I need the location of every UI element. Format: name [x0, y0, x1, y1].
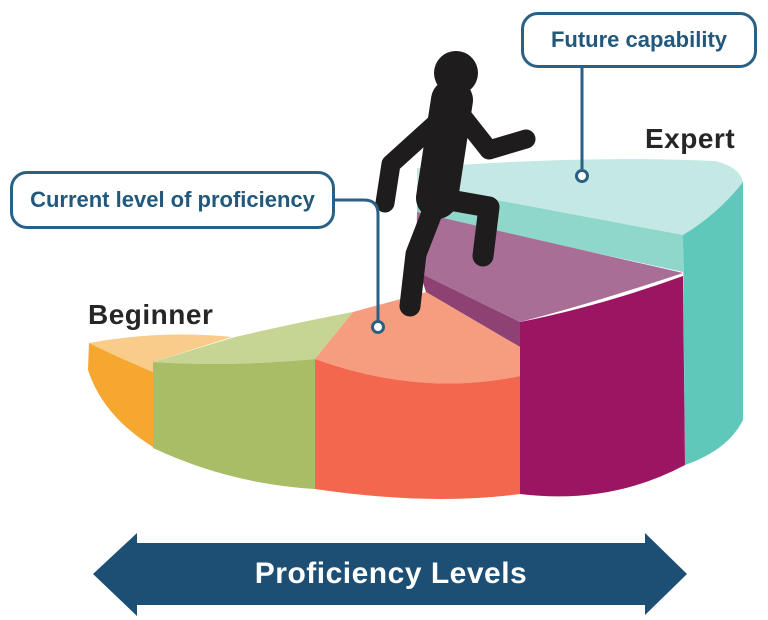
future-capability-callout-text: Future capability: [550, 27, 728, 52]
climber-left-arm: [375, 106, 454, 213]
climber-left-leg: [399, 189, 448, 317]
step-5-side: [683, 182, 743, 465]
step-2-top: [153, 312, 353, 364]
proficiency-arrow-label: Proficiency Levels: [137, 543, 645, 605]
current-proficiency-callout-text: Current level of proficiency: [30, 187, 315, 212]
beginner-label: Beginner: [88, 299, 214, 330]
climber-right-arm: [449, 102, 536, 160]
step-2-side: [153, 359, 315, 489]
step-1-top: [89, 334, 232, 372]
future-capability-callout: Future capability: [521, 12, 757, 68]
step-1-side: [88, 343, 153, 447]
climber-figure-icon: [375, 51, 536, 317]
step-5-top: [417, 159, 743, 235]
climber-right-leg: [427, 187, 500, 267]
step-4-side: [520, 276, 685, 497]
future-callout-dot: [575, 169, 589, 183]
current-proficiency-callout: Current level of proficiency: [10, 171, 335, 229]
step-4-inner-face: [420, 273, 520, 347]
step-3-side: [315, 359, 520, 499]
proficiency-arrow-label-text: Proficiency Levels: [254, 557, 528, 590]
current-callout-connector: [335, 198, 380, 321]
proficiency-arrow: [93, 533, 687, 616]
current-callout-dot: [371, 320, 385, 334]
step-3-top: [315, 292, 520, 384]
expert-label: Expert: [645, 123, 736, 154]
